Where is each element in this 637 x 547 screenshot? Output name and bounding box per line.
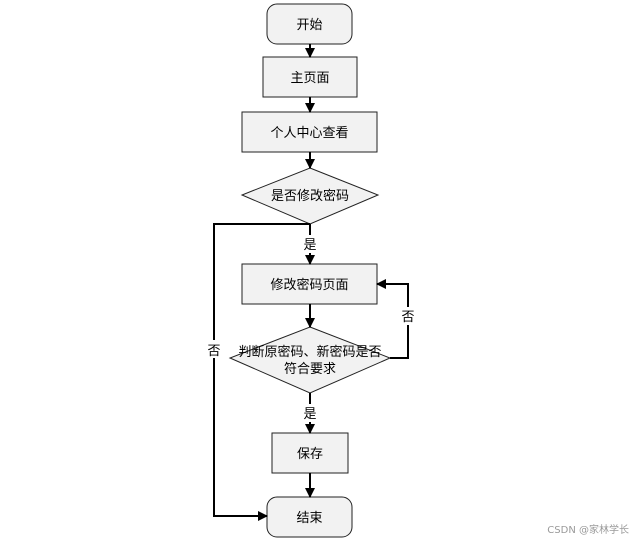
yes-label-1: 是	[303, 238, 316, 253]
end-label: 结束	[296, 511, 322, 526]
change-password-page-label: 修改密码页面	[270, 277, 348, 293]
yes-label-2: 是	[303, 407, 316, 422]
decision-check-line1: 判断原密码、新密码是否	[238, 344, 381, 360]
decision-change-password-label: 是否修改密码	[271, 188, 349, 204]
no-label-right: 否	[401, 310, 414, 325]
home-page-label: 主页面	[290, 71, 329, 86]
start-label: 开始	[296, 18, 322, 33]
save-label: 保存	[297, 447, 323, 462]
watermark-text: CSDN @家林学长	[547, 521, 629, 536]
decision-check-line2: 符合要求	[284, 361, 336, 377]
no-label-left: 否	[207, 344, 220, 359]
decision-check-password-node	[230, 327, 390, 393]
personal-center-label: 个人中心查看	[270, 125, 348, 141]
